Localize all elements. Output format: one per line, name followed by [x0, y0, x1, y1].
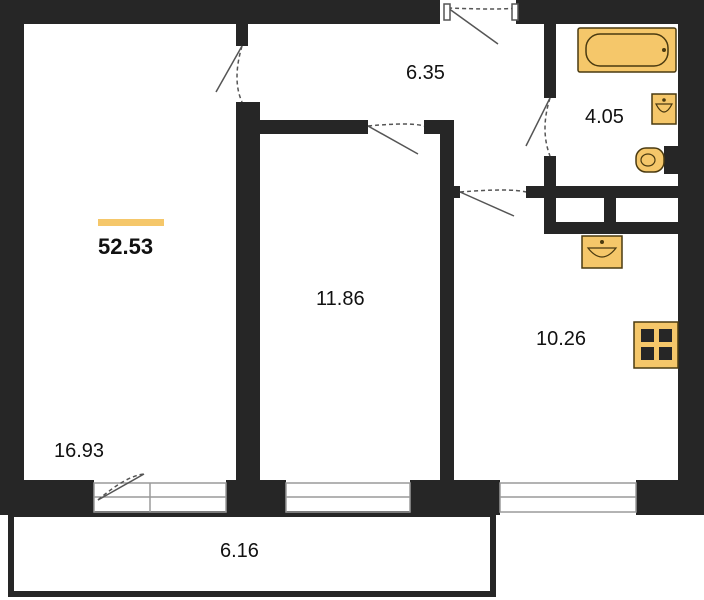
stove-icon — [633, 321, 679, 369]
wall-living-bedroom-lower — [236, 102, 260, 482]
outer-wall-bottom-3 — [410, 480, 500, 515]
room-area-bedroom: 11.86 — [316, 288, 365, 310]
room-area-balcony: 6.16 — [220, 540, 259, 562]
wall-bathroom-left-upper — [544, 24, 556, 98]
sink-icon — [651, 93, 677, 125]
toilet-icon — [635, 146, 678, 174]
room-area-bathroom: 4.05 — [585, 106, 624, 128]
total-area-accent-bar — [98, 219, 164, 226]
door-kitchen — [459, 189, 527, 217]
outer-wall-bottom-1 — [0, 480, 94, 515]
window-living-room — [93, 482, 227, 513]
outer-wall-top-left — [0, 0, 440, 24]
wall-hall-kitchen — [440, 186, 460, 198]
door-bedroom — [367, 123, 425, 155]
door-balcony — [97, 473, 145, 501]
kitchen-sink-icon — [581, 235, 623, 269]
wall-duct-side — [604, 186, 616, 234]
outer-wall-left — [0, 0, 24, 515]
doors — [97, 3, 551, 501]
bathtub-icon — [577, 27, 677, 73]
wall-bedroom-kitchen — [440, 120, 454, 482]
outer-wall-bottom-2 — [226, 480, 286, 515]
entrance-door — [443, 3, 519, 45]
door-living-room — [215, 45, 243, 103]
wall-living-bedroom-upper — [236, 24, 248, 46]
room-area-kitchen: 10.26 — [536, 328, 587, 350]
wall-hall-bedroom-a — [236, 120, 368, 134]
room-area-living-room: 16.93 — [54, 440, 105, 462]
window-bedroom — [285, 482, 411, 513]
door-bathroom — [525, 97, 551, 157]
room-area-hallway: 6.35 — [406, 62, 445, 84]
outer-wall-top-right — [516, 0, 704, 24]
outer-wall-bottom-4 — [636, 480, 704, 515]
window-kitchen — [499, 482, 637, 513]
wall-bathroom-bottom — [526, 186, 678, 198]
total-area: 52.53 — [98, 234, 154, 259]
walls — [0, 0, 704, 515]
outer-wall-right — [678, 0, 704, 515]
windows — [93, 482, 637, 513]
